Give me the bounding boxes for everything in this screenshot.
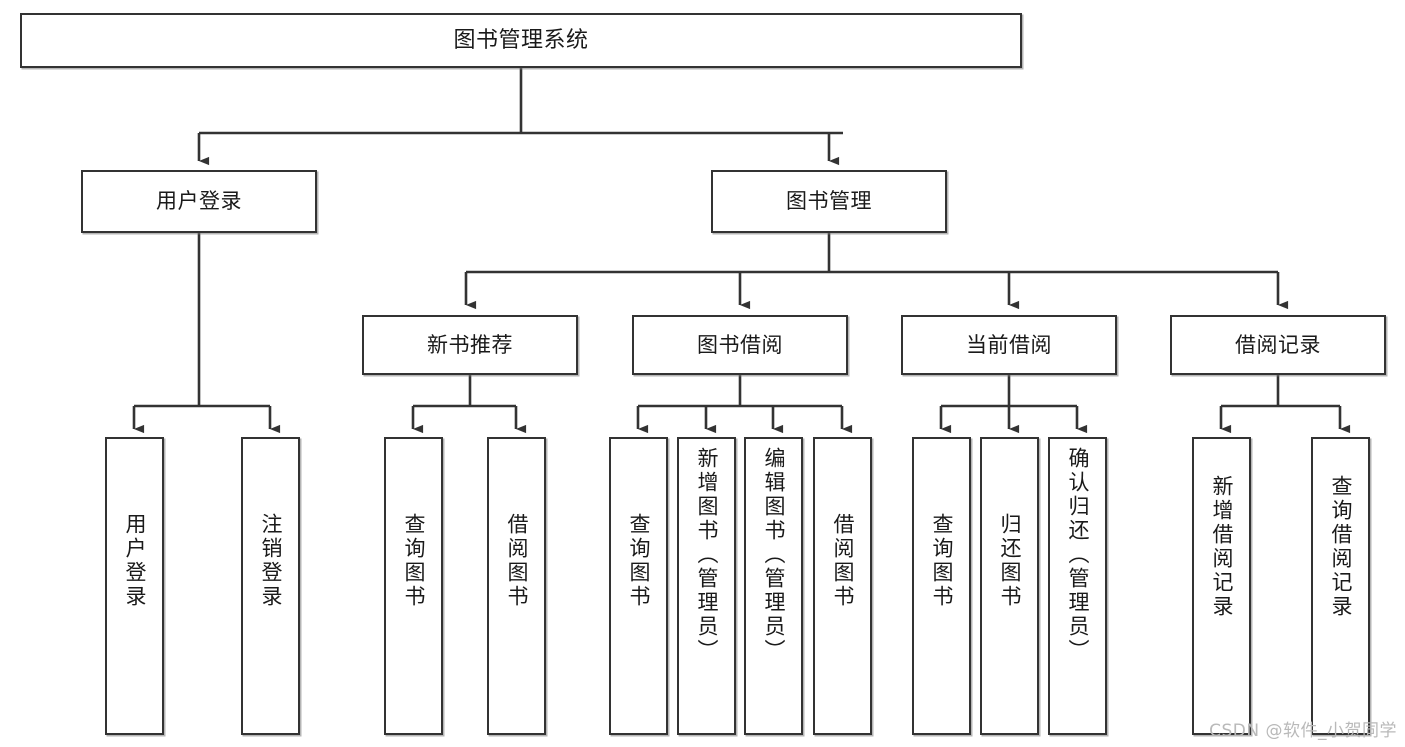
leaf-confirm-return-admin[interactable]: 确认归还（管理员） — [1048, 437, 1107, 735]
leaf-user-login[interactable]: 用户登录 — [105, 437, 164, 735]
node-label: 借阅图书 — [831, 513, 855, 609]
node-label: 归还图书 — [998, 513, 1022, 609]
leaf-logout[interactable]: 注销登录 — [241, 437, 300, 735]
node-label: 查询图书 — [627, 513, 651, 609]
node-label: 图书管理系统 — [453, 27, 589, 53]
node-label: 编辑图书（管理员） — [762, 447, 786, 663]
node-label: 确认归还（管理员） — [1066, 447, 1090, 663]
node-label: 查询借阅记录 — [1329, 475, 1353, 619]
node-label: 图书借阅 — [697, 332, 783, 357]
node-new-book-recommend[interactable]: 新书推荐 — [362, 315, 578, 375]
leaf-return-book[interactable]: 归还图书 — [980, 437, 1039, 735]
node-book-borrow[interactable]: 图书借阅 — [632, 315, 848, 375]
node-label: 当前借阅 — [966, 332, 1052, 357]
node-label: 新书推荐 — [427, 332, 513, 357]
node-borrow-record[interactable]: 借阅记录 — [1170, 315, 1386, 375]
node-current-borrow[interactable]: 当前借阅 — [901, 315, 1117, 375]
node-label: 用户登录 — [156, 189, 242, 214]
node-label: 查询图书 — [402, 513, 426, 609]
leaf-add-book-admin[interactable]: 新增图书（管理员） — [677, 437, 736, 735]
leaf-query-book-newbook[interactable]: 查询图书 — [384, 437, 443, 735]
node-label: 注销登录 — [259, 513, 283, 609]
leaf-borrow-book[interactable]: 借阅图书 — [813, 437, 872, 735]
node-book-management[interactable]: 图书管理 — [711, 170, 947, 233]
node-label: 查询图书 — [930, 513, 954, 609]
leaf-add-borrow-record[interactable]: 新增借阅记录 — [1192, 437, 1251, 735]
node-label: 新增图书（管理员） — [695, 447, 719, 663]
node-label: 图书管理 — [786, 189, 872, 214]
leaf-borrow-book-newbook[interactable]: 借阅图书 — [487, 437, 546, 735]
node-label: 用户登录 — [123, 513, 147, 609]
leaf-edit-book-admin[interactable]: 编辑图书（管理员） — [744, 437, 803, 735]
node-label: 借阅记录 — [1235, 332, 1321, 357]
leaf-query-book-borrow[interactable]: 查询图书 — [609, 437, 668, 735]
leaf-query-book-current[interactable]: 查询图书 — [912, 437, 971, 735]
node-label: 借阅图书 — [505, 513, 529, 609]
node-label: 新增借阅记录 — [1210, 475, 1234, 619]
node-user-login[interactable]: 用户登录 — [81, 170, 317, 233]
node-root-system[interactable]: 图书管理系统 — [20, 13, 1022, 68]
leaf-query-borrow-record[interactable]: 查询借阅记录 — [1311, 437, 1370, 735]
